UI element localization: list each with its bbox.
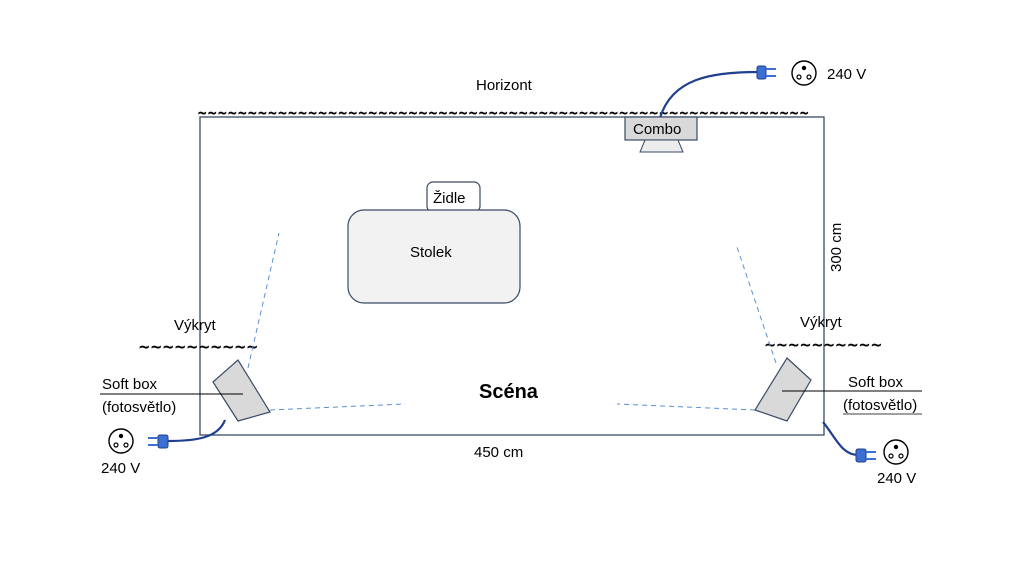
- table: [347, 209, 521, 304]
- voltage-left-label: 240 V: [101, 460, 140, 477]
- softbox-right-label: Soft box: [848, 374, 904, 391]
- vykryt-right-curtain: ~~~~~~~~~~: [764, 335, 882, 354]
- softbox-right-sublabel: (fotosvětlo): [843, 397, 917, 414]
- softbox-light-icon: [212, 359, 271, 422]
- vykryt-left-label: Výkryt: [174, 317, 217, 334]
- socket-icon: [791, 60, 817, 86]
- horizont-curtain: ~~~~~~~~~~~~~~~~~~~~~~~~~~~~~~~~~~~~~~~~…: [197, 103, 809, 122]
- light-beams: [247, 232, 777, 411]
- combo-label: Combo: [633, 121, 681, 138]
- softbox-left-sublabel: (fotosvětlo): [102, 399, 176, 416]
- socket-icon: [883, 439, 909, 465]
- plug-icon: [855, 448, 876, 463]
- plug-icon: [148, 434, 169, 449]
- combo-cable: [658, 70, 759, 119]
- stage-outline: [199, 116, 825, 436]
- width-label: 450 cm: [474, 444, 523, 461]
- right-cable: [822, 421, 859, 457]
- scene-label: Scéna: [479, 381, 539, 403]
- softbox-left-label: Soft box: [102, 376, 158, 393]
- plug-icon: [756, 65, 776, 80]
- combo-light-icon: [624, 116, 698, 153]
- voltage-right-label: 240 V: [877, 470, 916, 487]
- socket-icon: [108, 428, 134, 454]
- softbox-light-icon: [754, 357, 812, 422]
- left-cable: [167, 419, 227, 443]
- table-label: Stolek: [410, 244, 452, 261]
- chair-label: Židle: [433, 190, 466, 207]
- depth-label: 300 cm: [828, 223, 845, 272]
- vykryt-left-curtain: ~~~~~~~~~~: [138, 337, 258, 356]
- voltage-top-label: 240 V: [827, 66, 866, 83]
- vykryt-right-label: Výkryt: [800, 314, 843, 331]
- horizont-label: Horizont: [476, 77, 533, 94]
